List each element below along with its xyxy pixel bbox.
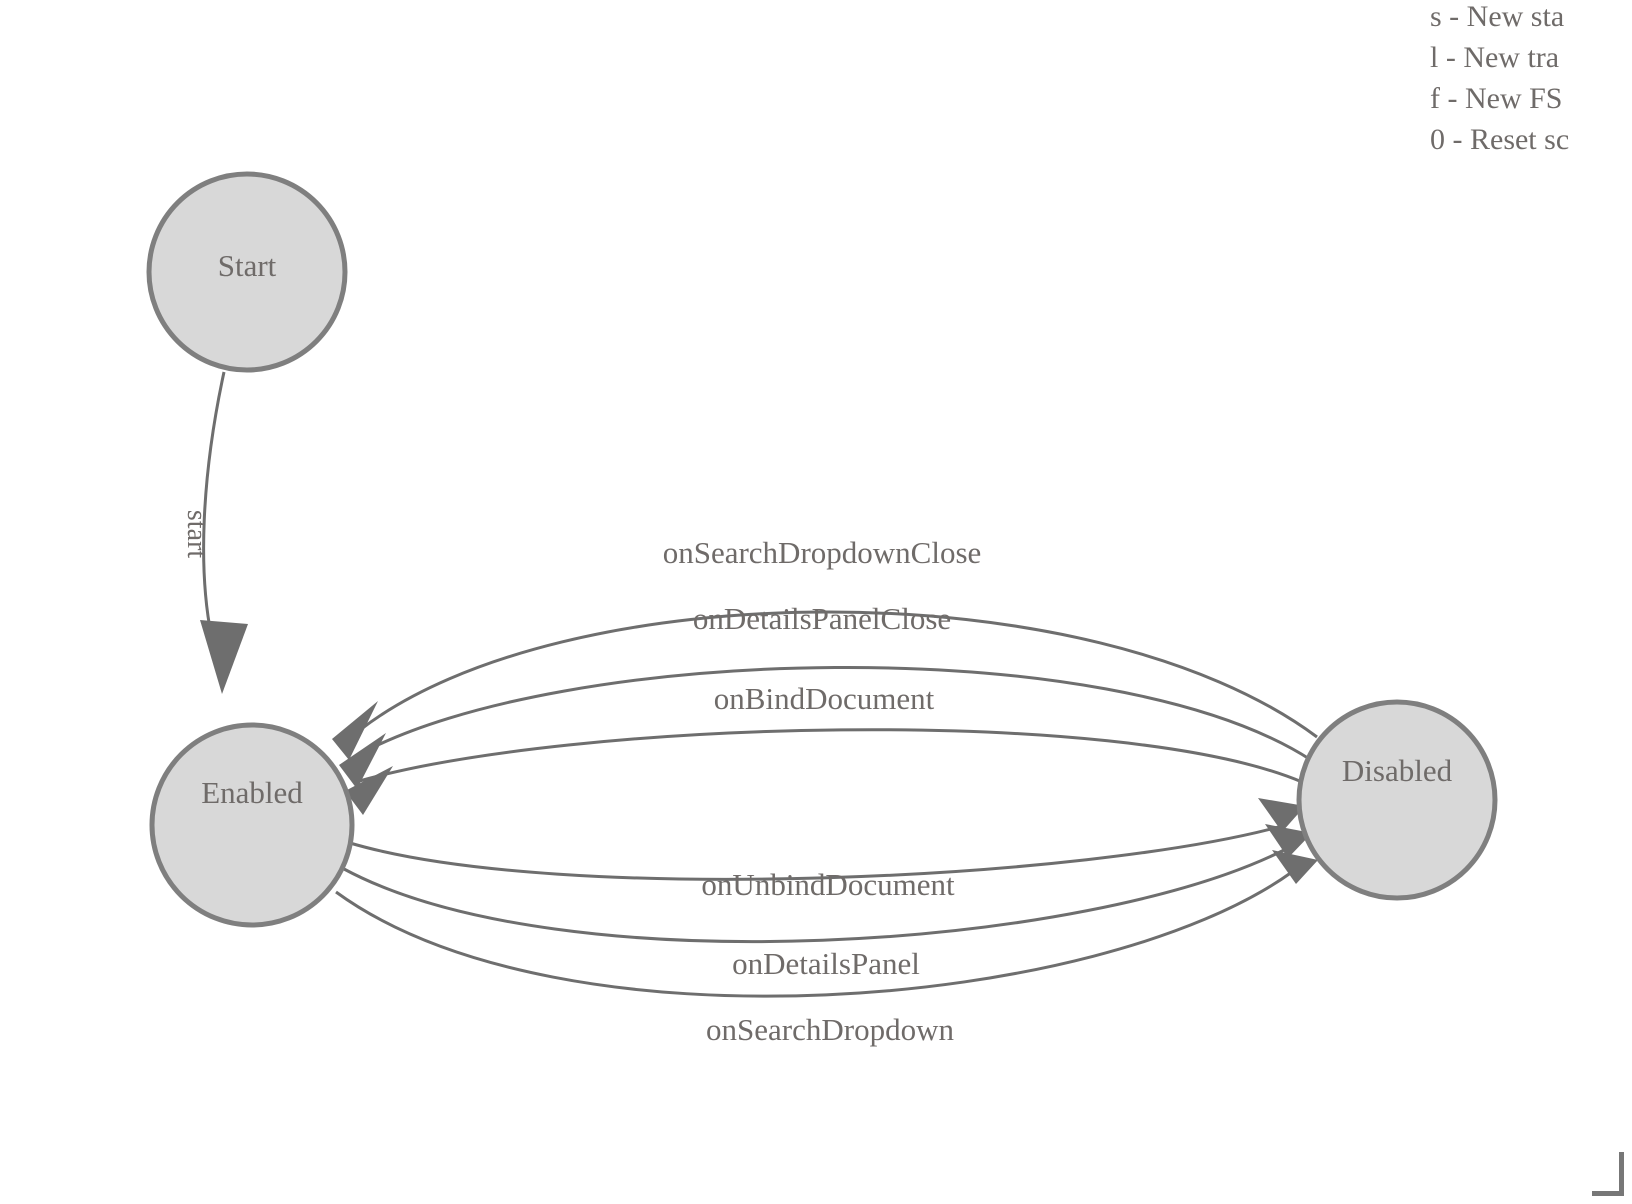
arrowhead-onUnbindDocument [1258, 798, 1305, 832]
node-start[interactable] [146, 171, 348, 373]
keyboard-shortcut-legend: s - New sta l - New tra f - New FS 0 - R… [1430, 0, 1632, 160]
edge-label-onBindDocument: onBindDocument [713, 681, 935, 716]
resize-corner-horizontal-mark[interactable] [1592, 1191, 1624, 1196]
legend-line-new-fsm: f - New FS [1430, 82, 1563, 115]
arrowhead-start-to-enabled [200, 620, 248, 694]
arrowhead-onDetailsPanelClose [339, 733, 386, 789]
legend-line-new-transition: l - New tra [1430, 41, 1560, 74]
edge-label-onDetailsPanel: onDetailsPanel [732, 946, 920, 981]
legend-line-reset: 0 - Reset sc [1430, 123, 1570, 156]
edge-label-onSearchDropdown: onSearchDropdown [706, 1012, 954, 1047]
arrowhead-layer [200, 620, 1318, 884]
node-layer [146, 171, 1498, 928]
edge-label-onSearchDropdownClose: onSearchDropdownClose [662, 535, 982, 570]
edge-onBindDocument[interactable] [355, 728, 1303, 784]
edge-layer [202, 371, 1318, 998]
edge-onSearchDropdown[interactable] [335, 870, 1293, 998]
edge-onSearchDropdownClose[interactable] [359, 610, 1318, 739]
edge-label-start: start [181, 509, 212, 559]
edge-onDetailsPanel[interactable] [343, 846, 1289, 944]
node-enabled[interactable] [149, 722, 355, 928]
node-disabled[interactable] [1296, 699, 1498, 901]
arrowhead-onBindDocument [345, 766, 393, 815]
edge-onUnbindDocument[interactable] [349, 823, 1287, 881]
edge-label-onUnbindDocument: onUnbindDocument [701, 867, 955, 902]
arrowhead-onSearchDropdown [1272, 850, 1318, 884]
resize-corner-vertical-mark[interactable] [1619, 1152, 1624, 1196]
arrowhead-onDetailsPanel [1265, 824, 1312, 858]
edge-onDetailsPanelClose[interactable] [357, 666, 1312, 762]
edge-label-onDetailsPanelClose: onDetailsPanelClose [692, 601, 952, 636]
arrowhead-onSearchDropdownClose [332, 701, 378, 760]
legend-line-new-state: s - New sta [1430, 0, 1565, 33]
